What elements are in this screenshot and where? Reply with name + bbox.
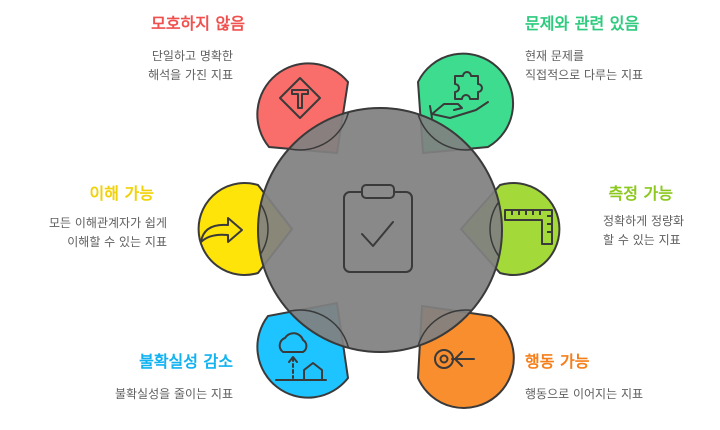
curved-arrow-icon xyxy=(200,217,243,243)
clipboard-check-icon xyxy=(343,184,413,273)
desc-line: 해석을 가진 지표 xyxy=(148,68,233,82)
title-actionable: 행동 가능 xyxy=(525,352,590,371)
desc-relevant: 현재 문제를 직접적으로 다루는 지표 xyxy=(525,47,643,85)
desc-actionable: 행동으로 이어지는 지표 xyxy=(525,385,643,404)
title-uncertainty: 불확실성 감소 xyxy=(139,352,233,371)
desc-line: 행동으로 이어지는 지표 xyxy=(525,387,644,401)
desc-unambiguous: 단일하고 명확한 해석을 가진 지표 xyxy=(148,47,233,85)
title-measurable: 측정 가능 xyxy=(608,184,673,203)
desc-measurable: 정확하게 정량화 할 수 있는 지표 xyxy=(603,212,684,250)
title-understandable: 이해 가능 xyxy=(89,184,154,203)
ruler-icon xyxy=(504,209,553,245)
desc-line: 단일하고 명확한 xyxy=(151,49,233,63)
desc-understandable: 모든 이해관계자가 쉽게 이해할 수 있는 지표 xyxy=(49,214,167,252)
target-arrow-icon xyxy=(434,349,475,369)
desc-line: 직접적으로 다루는 지표 xyxy=(525,68,644,82)
cloud-house-icon xyxy=(275,332,327,381)
desc-line: 불확실성을 줄이는 지표 xyxy=(114,387,233,401)
desc-line: 모든 이해관계자가 쉽게 xyxy=(48,216,167,230)
title-unambiguous: 모호하지 않음 xyxy=(151,14,245,33)
center-circle xyxy=(257,107,503,353)
desc-line: 정확하게 정량화 xyxy=(603,214,685,228)
petal-overlap-lines xyxy=(258,108,502,352)
desc-uncertainty: 불확실성을 줄이는 지표 xyxy=(115,385,233,404)
desc-line: 할 수 있는 지표 xyxy=(603,233,681,247)
desc-line: 이해할 수 있는 지표 xyxy=(67,235,167,249)
puzzle-hand-icon xyxy=(429,71,489,119)
road-sign-icon xyxy=(279,77,321,119)
title-relevant: 문제와 관련 있음 xyxy=(525,14,640,33)
desc-line: 현재 문제를 xyxy=(525,49,585,63)
